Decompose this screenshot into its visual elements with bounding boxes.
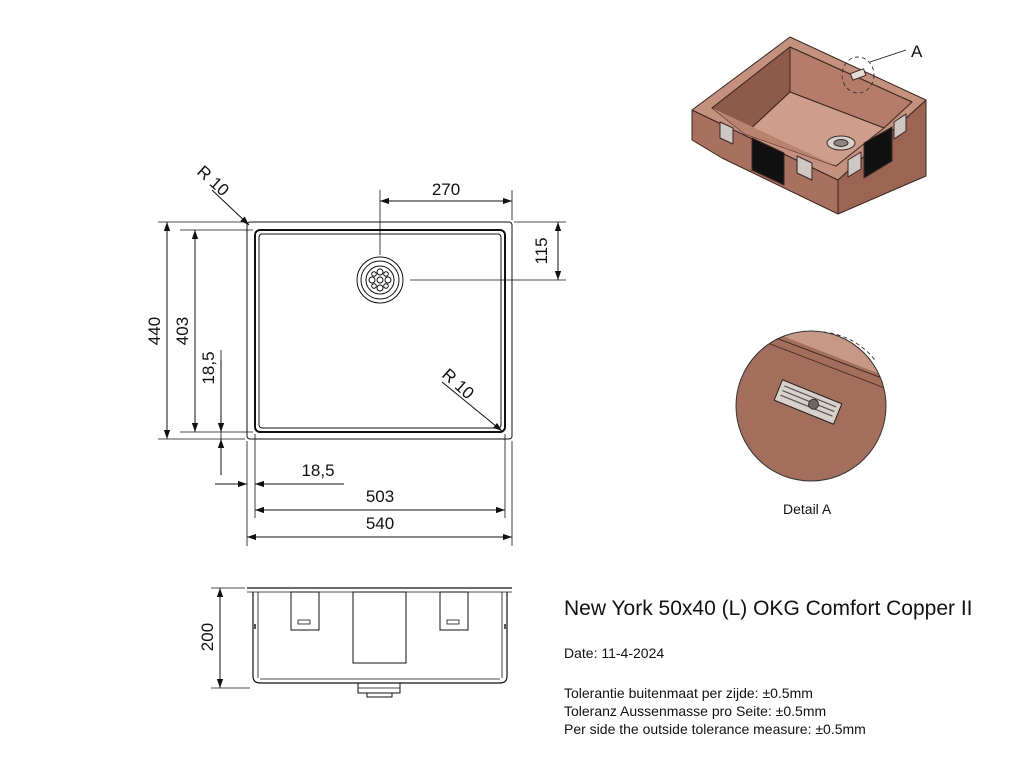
side-insulation-pad bbox=[352, 591, 407, 664]
radius-inner-label: R 10 bbox=[438, 365, 477, 403]
dim-drain-x: 270 bbox=[432, 180, 460, 199]
dim-rim-bottom: 18,5 bbox=[301, 461, 334, 480]
iso-bracket-3 bbox=[847, 151, 862, 178]
radius-outer-label: R 10 bbox=[193, 162, 232, 200]
top-view bbox=[158, 189, 566, 546]
iso-pad-left bbox=[751, 137, 785, 186]
tolerance-de: Toleranz Aussenmasse pro Seite: ±0.5mm bbox=[564, 703, 827, 719]
iso-bracket-2 bbox=[796, 155, 813, 181]
drawing-date: Date: 11-4-2024 bbox=[564, 645, 665, 661]
product-title: New York 50x40 (L) OKG Comfort Copper II bbox=[564, 597, 973, 620]
detail-a-leader bbox=[869, 49, 907, 63]
sink-outer-rim bbox=[246, 221, 513, 440]
tolerance-en: Per side the outside tolerance measure: … bbox=[564, 721, 866, 737]
side-bracket-left bbox=[290, 591, 320, 631]
iso-bracket-1 bbox=[719, 121, 734, 145]
dim-inner-width: 503 bbox=[366, 487, 394, 506]
detail-a-callout-label: A bbox=[911, 42, 923, 61]
iso-bracket-4 bbox=[893, 113, 907, 140]
detail-a-callout-circle bbox=[841, 56, 875, 94]
dim-outer-width: 540 bbox=[366, 514, 394, 533]
side-bracket-right bbox=[439, 591, 469, 631]
dimension-lines bbox=[163, 189, 562, 541]
iso-pad-right bbox=[863, 126, 893, 179]
dim-rim-side: 18,5 bbox=[199, 351, 218, 384]
sink-bowl-outer bbox=[254, 229, 506, 433]
iso-front-wall-inner bbox=[712, 108, 836, 166]
dim-depth: 200 bbox=[198, 623, 217, 651]
detail-a-label: Detail A bbox=[783, 501, 832, 517]
drain-symbol bbox=[356, 256, 404, 304]
side-view bbox=[211, 587, 512, 698]
dim-inner-height: 403 bbox=[173, 317, 192, 345]
tolerance-nl: Tolerantie buitenmaat per zijde: ±0.5mm bbox=[564, 685, 813, 701]
iso-overflow-slot bbox=[849, 68, 867, 81]
detail-a-view bbox=[735, 330, 887, 482]
dim-outer-height: 440 bbox=[145, 317, 164, 345]
isometric-view bbox=[691, 36, 927, 215]
dim-drain-y: 115 bbox=[532, 237, 551, 264]
detail-a-frame bbox=[735, 330, 887, 482]
